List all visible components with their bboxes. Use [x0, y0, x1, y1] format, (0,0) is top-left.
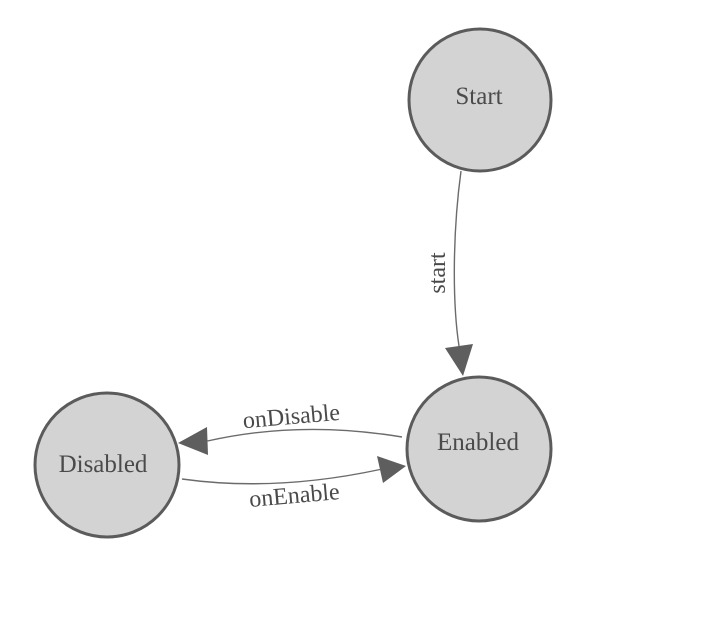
- state-node-disabled: Disabled: [33, 391, 181, 539]
- state-label-enabled: Enabled: [437, 429, 519, 456]
- edge-on-enable: onEnable: [181, 456, 406, 513]
- state-label-start: Start: [455, 83, 502, 110]
- state-node-start: Start: [407, 27, 553, 173]
- state-circle-disabled: [33, 391, 181, 539]
- edge-line-on-disable: [207, 428, 403, 442]
- arrowhead-left-icon: [178, 427, 208, 455]
- state-node-enabled: Enabled: [405, 375, 553, 523]
- edge-line-on-enable: [181, 468, 381, 485]
- state-circle-enabled: [405, 375, 553, 523]
- edge-label-start: start: [425, 252, 451, 294]
- state-label-disabled: Disabled: [59, 451, 148, 478]
- state-circle-start: [407, 27, 553, 173]
- edge-line-start: [453, 170, 462, 347]
- edge-on-disable: onDisable: [178, 400, 403, 455]
- edge-start-transition: start: [425, 170, 473, 376]
- arrowhead-down-icon: [445, 344, 473, 376]
- arrowhead-right-icon: [377, 456, 406, 483]
